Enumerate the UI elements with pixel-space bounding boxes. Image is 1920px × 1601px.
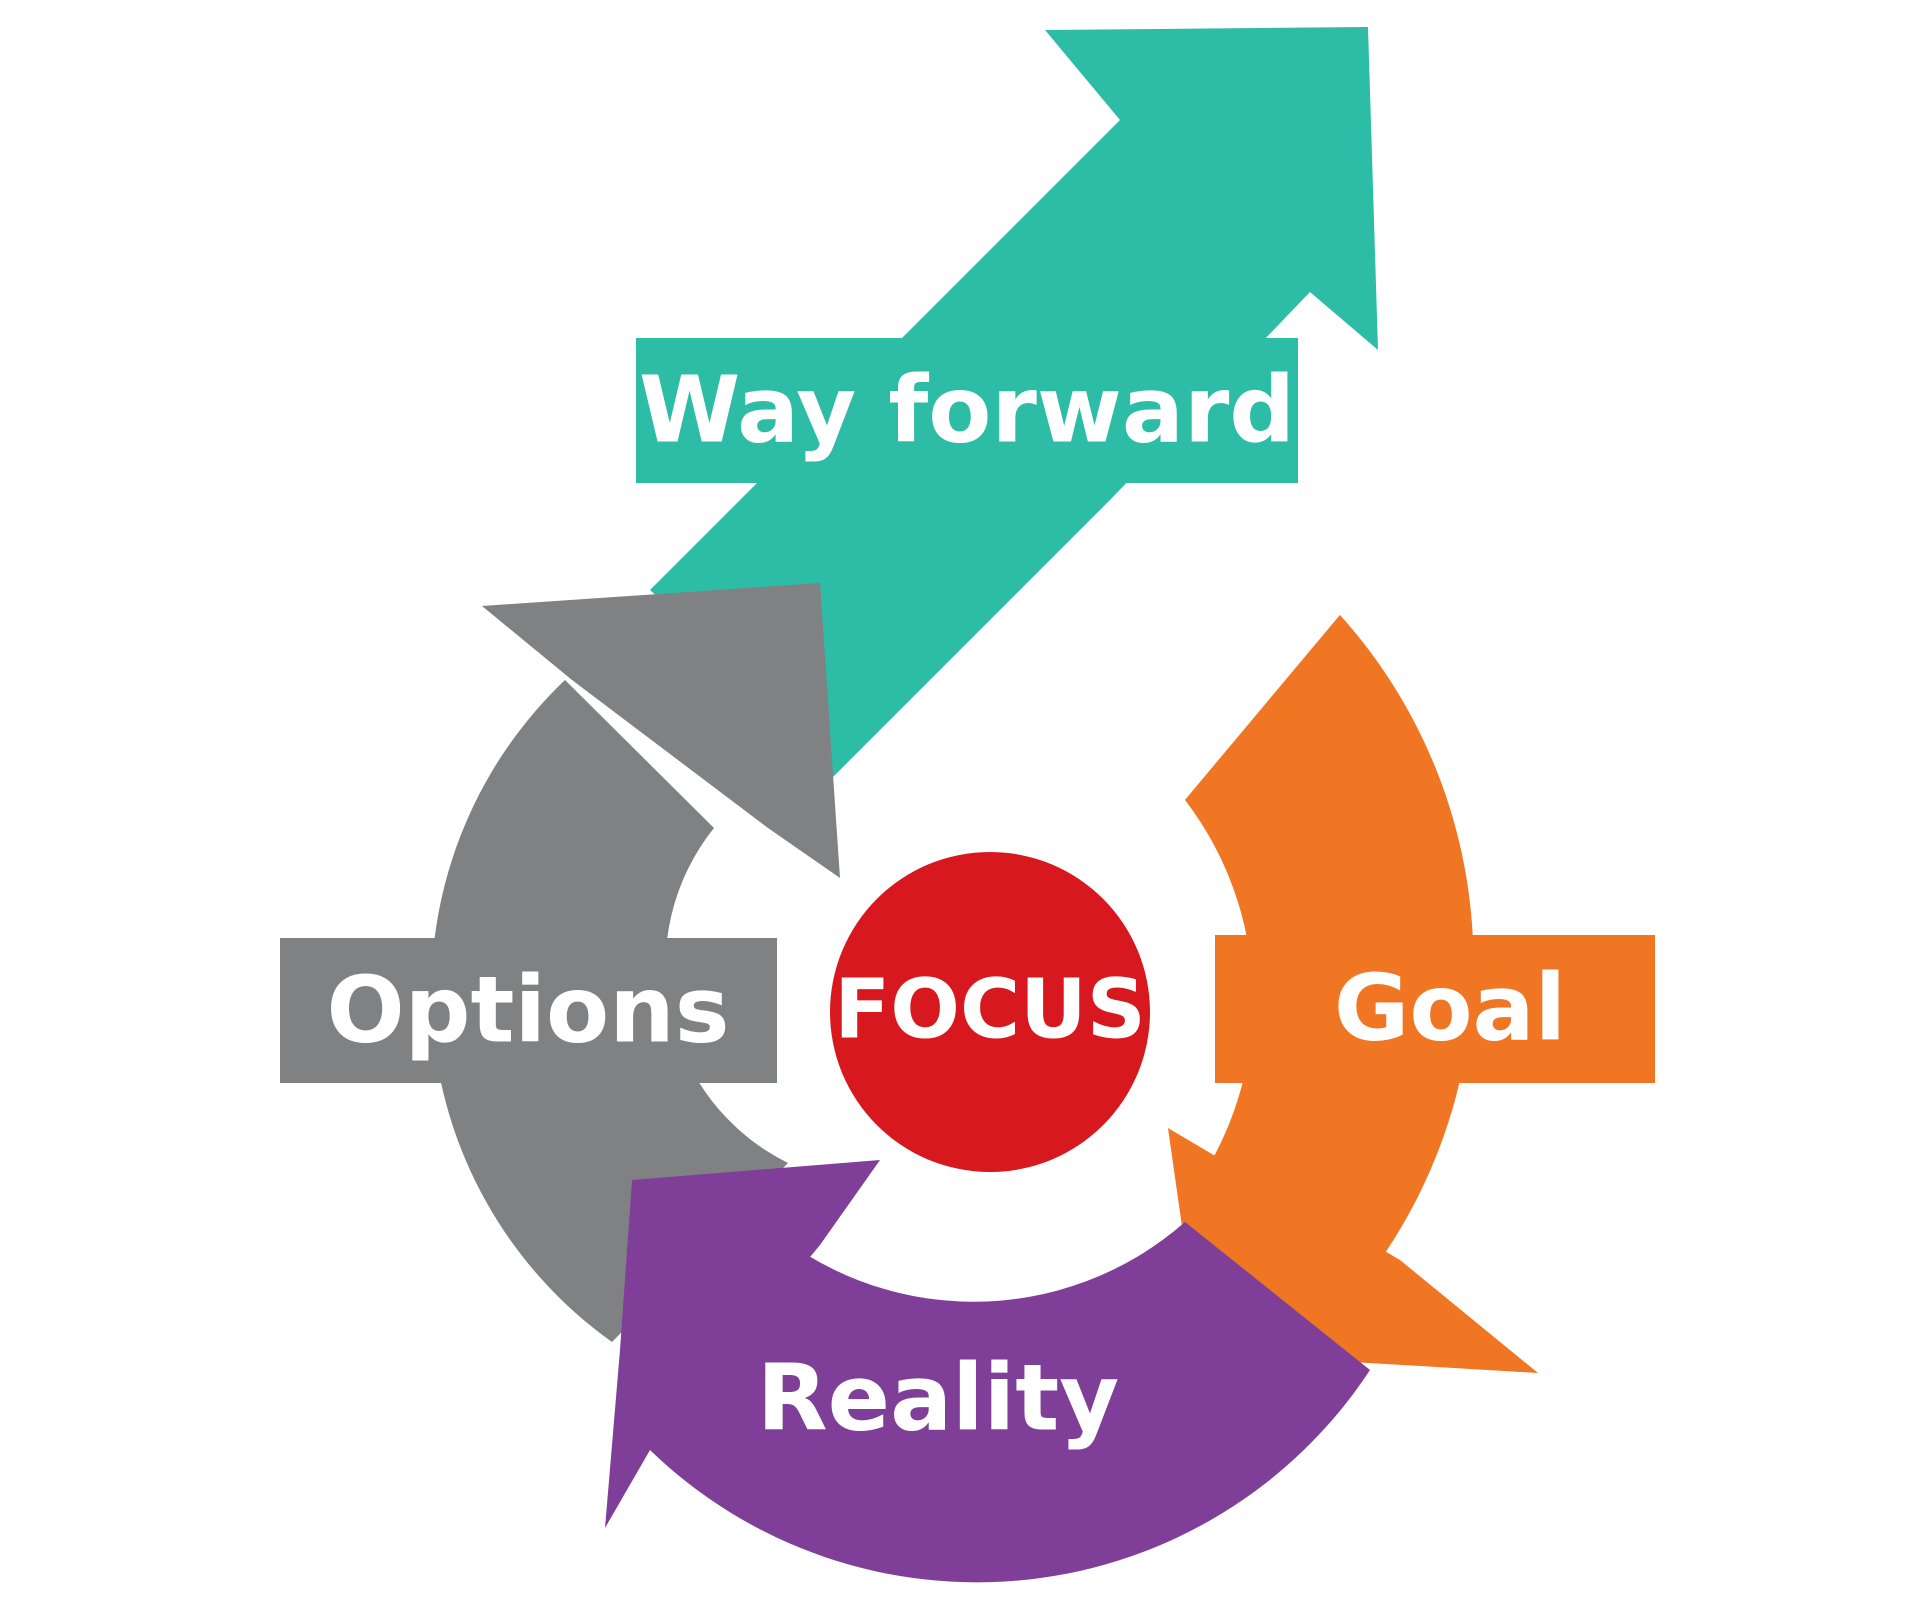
- way-forward-arrow: Way forward: [636, 27, 1378, 790]
- goal-label-box: [1215, 935, 1655, 1083]
- goal-arrowhead-top: [1185, 615, 1340, 800]
- reality-arrow-body: [650, 1220, 1370, 1583]
- way-forward-label: Way forward: [639, 357, 1295, 464]
- options-label: Options: [326, 957, 729, 1064]
- goal-label: Goal: [1334, 955, 1566, 1062]
- goal-arrow: Goal: [1168, 615, 1655, 1373]
- reality-arrowhead: [605, 1160, 880, 1528]
- reality-label: Reality: [757, 1345, 1119, 1452]
- way-forward-label-box: [636, 338, 1298, 483]
- options-arrowhead: [482, 583, 840, 878]
- options-label-box: [280, 938, 777, 1083]
- reality-arrow: Reality: [605, 1160, 1370, 1583]
- focus-label: FOCUS: [834, 963, 1146, 1058]
- focus-circle: [830, 852, 1150, 1172]
- focus-center: FOCUS: [830, 852, 1150, 1172]
